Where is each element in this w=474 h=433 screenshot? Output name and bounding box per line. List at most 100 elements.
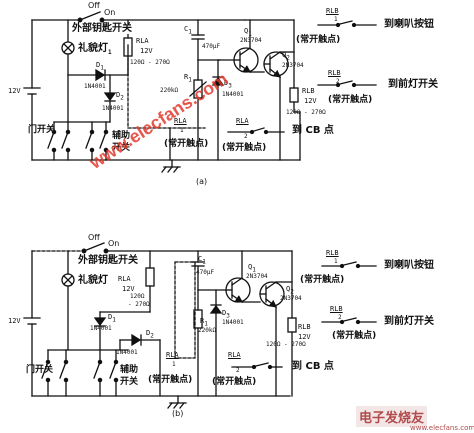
rlb-v-a: 12V	[304, 97, 317, 105]
q2-label-b: Q2	[286, 285, 294, 296]
rla-ohm-a: 120Ω - 270Ω	[130, 59, 170, 66]
d1-label-b: D1	[108, 313, 116, 324]
rla-v-a: 12V	[140, 47, 153, 55]
d1-part-b: 1N4001	[90, 325, 112, 332]
on-label-b: On	[108, 239, 120, 248]
relay-rlb-coil-a	[289, 87, 299, 103]
out3-relay-a: RLA	[174, 117, 187, 125]
battery-b	[23, 317, 41, 325]
transistor-q1-a	[233, 47, 259, 73]
door-switch-b	[41, 359, 69, 383]
out1-note-a: (常开触点)	[296, 35, 341, 45]
door-switch-a2	[47, 129, 57, 153]
r1-label-b: R1	[200, 317, 208, 328]
c1-value-b: 470μF	[196, 269, 215, 276]
q1-part-a: 2N3704	[240, 37, 262, 44]
out1-index-a: 1	[334, 16, 338, 23]
out4-target-b: 到 CB 点	[292, 361, 334, 372]
out3-note-a: (常开触点)	[164, 139, 209, 149]
transistor-q2-b	[259, 281, 285, 308]
out4-relay-a: RLA	[236, 117, 249, 125]
contact-rla2-a	[227, 127, 285, 135]
d2-part-a: 1N4001	[102, 105, 124, 112]
d2-part-b: 1N4001	[116, 349, 138, 356]
out1-index-b: 1	[334, 258, 338, 265]
battery-label-b: 12V	[8, 317, 21, 325]
watermark-url: www.elecfans.com	[410, 424, 474, 432]
contact-rlb1-a	[317, 20, 377, 28]
transistor-q2-a	[263, 51, 289, 78]
contact-rlb2-a	[317, 80, 377, 88]
q1-part-b: 2N3704	[246, 273, 268, 280]
rla-ohm-b-2: - 270Ω	[128, 301, 150, 308]
rla-label-a: RLA	[136, 37, 149, 45]
q1-label-a: Q1	[244, 27, 252, 38]
rlb-ohm-b: 120Ω - 270Ω	[266, 341, 306, 348]
out2-note-a: (常开触点)	[328, 95, 373, 105]
rlb-v-b: 12V	[298, 333, 311, 341]
contact-rlb2-b	[321, 317, 377, 325]
lamp-b	[61, 273, 75, 287]
r1-value-a: 220kΩ	[160, 87, 179, 94]
out2-target-a: 到前灯开关	[388, 79, 438, 90]
diode-d2-b	[131, 333, 142, 347]
out1-relay-b: RLB	[326, 249, 339, 257]
d3-part-b: 1N4001	[222, 319, 244, 326]
out2-note-b: (常开触点)	[332, 331, 377, 341]
ground-a	[161, 159, 181, 173]
lamp-label-b: 礼貌灯	[78, 275, 108, 286]
q2-label-a: Q2	[282, 51, 290, 62]
aux-switch-label-b-1: 辅助	[120, 365, 139, 375]
battery-a	[23, 87, 41, 95]
rla-v-b: 12V	[122, 285, 135, 293]
q2-part-a: 2N3704	[282, 62, 304, 69]
out2-relay-b: RLB	[330, 305, 343, 313]
ext-switch-label-b: 外部钥匙开关	[78, 255, 138, 266]
battery-label-a: 12V	[8, 87, 21, 95]
rla-label-b: RLA	[118, 275, 131, 283]
relay-rla-coil-a	[123, 37, 133, 57]
door-switch-label-a: 门开关	[28, 125, 56, 135]
r1-value-b: 220kΩ	[198, 327, 217, 334]
out4-note-a: (常开触点)	[222, 143, 267, 153]
lamp-a	[61, 41, 75, 55]
ext-switch-label-a: 外部钥匙开关	[72, 23, 132, 34]
out2-target-b: 到前灯开关	[384, 316, 434, 327]
r1-label-a: R1	[184, 73, 192, 84]
d3-part-a: 1N4001	[222, 91, 244, 98]
diode-d2-a	[103, 92, 117, 102]
door-switch-a	[61, 129, 71, 153]
out1-relay-a: RLB	[326, 7, 339, 15]
circuit-a	[23, 11, 377, 173]
d1-part-a: 1N4001	[84, 83, 106, 90]
out2-index-a: 2	[336, 78, 340, 85]
circuit-b	[23, 242, 377, 409]
c1-label-a: C1	[184, 25, 192, 36]
aux-switch-label-a-1: 辅助	[112, 131, 131, 141]
on-label-a: On	[104, 8, 116, 17]
diode-d3-b	[209, 304, 223, 314]
rla-ohm-b-1: 120Ω	[130, 293, 145, 300]
out3-relay-b: RLA	[166, 351, 179, 359]
out2-relay-a: RLB	[328, 69, 341, 77]
watermark-brand: 电子发烧友	[356, 406, 428, 427]
d3-label-b: D3	[222, 309, 230, 320]
rlb-label-b: RLB	[298, 323, 311, 331]
c1-value-a: 470μF	[202, 43, 221, 50]
out3-index-b: 1	[172, 361, 176, 368]
aux-switch-label-b-2: 开关	[120, 377, 139, 387]
caption-a: (a)	[196, 177, 208, 186]
out1-target-a: 到喇叭按钮	[384, 19, 434, 30]
diode-d1-a	[95, 68, 106, 82]
q2-part-b: 2N3704	[280, 295, 302, 302]
out4-index-b: 2	[236, 367, 240, 374]
q1-label-b: Q1	[248, 263, 256, 274]
rlb-label-a: RLB	[302, 87, 315, 95]
contact-rlb1-b	[321, 261, 377, 269]
contact-rla2-b	[231, 362, 283, 370]
out4-target-a: 到 CB 点	[292, 125, 334, 136]
door-switch-label-b: 门开关	[26, 365, 54, 375]
off-label-a: Off	[88, 1, 100, 10]
out3-note-b: (常开触点)	[148, 375, 193, 385]
key-switch-b	[81, 242, 109, 254]
